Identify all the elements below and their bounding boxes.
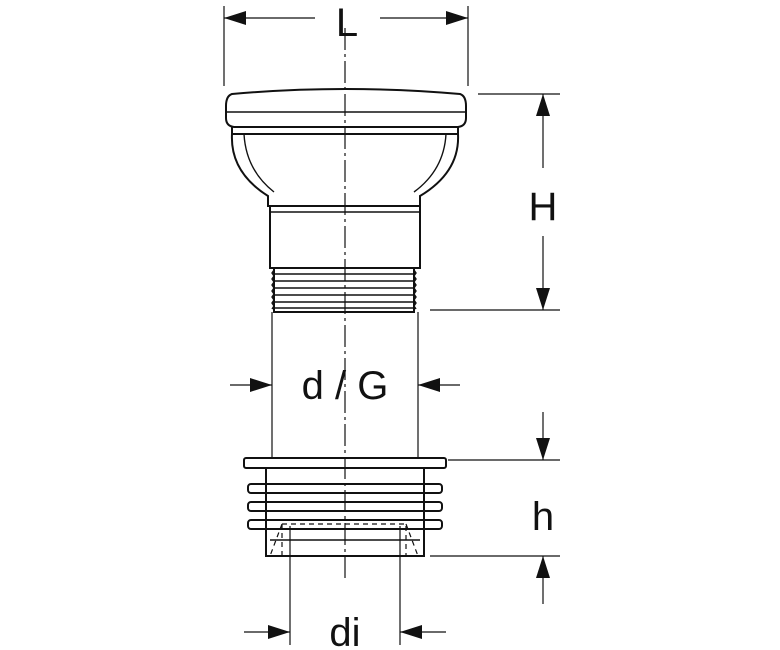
top-cup	[225, 88, 467, 207]
dimension-di	[244, 526, 446, 645]
label-inner-diameter: di	[329, 611, 360, 650]
thread	[271, 267, 417, 313]
dimension-L	[223, 6, 469, 86]
label-socket-depth: h	[532, 495, 554, 539]
lower-socket	[243, 457, 447, 557]
dimension-h	[430, 412, 560, 604]
dimension-H	[430, 93, 560, 311]
dimension-d-G	[230, 378, 460, 392]
label-diameter: d / G	[302, 364, 389, 408]
label-length: L	[336, 1, 358, 45]
label-height: H	[529, 185, 558, 229]
